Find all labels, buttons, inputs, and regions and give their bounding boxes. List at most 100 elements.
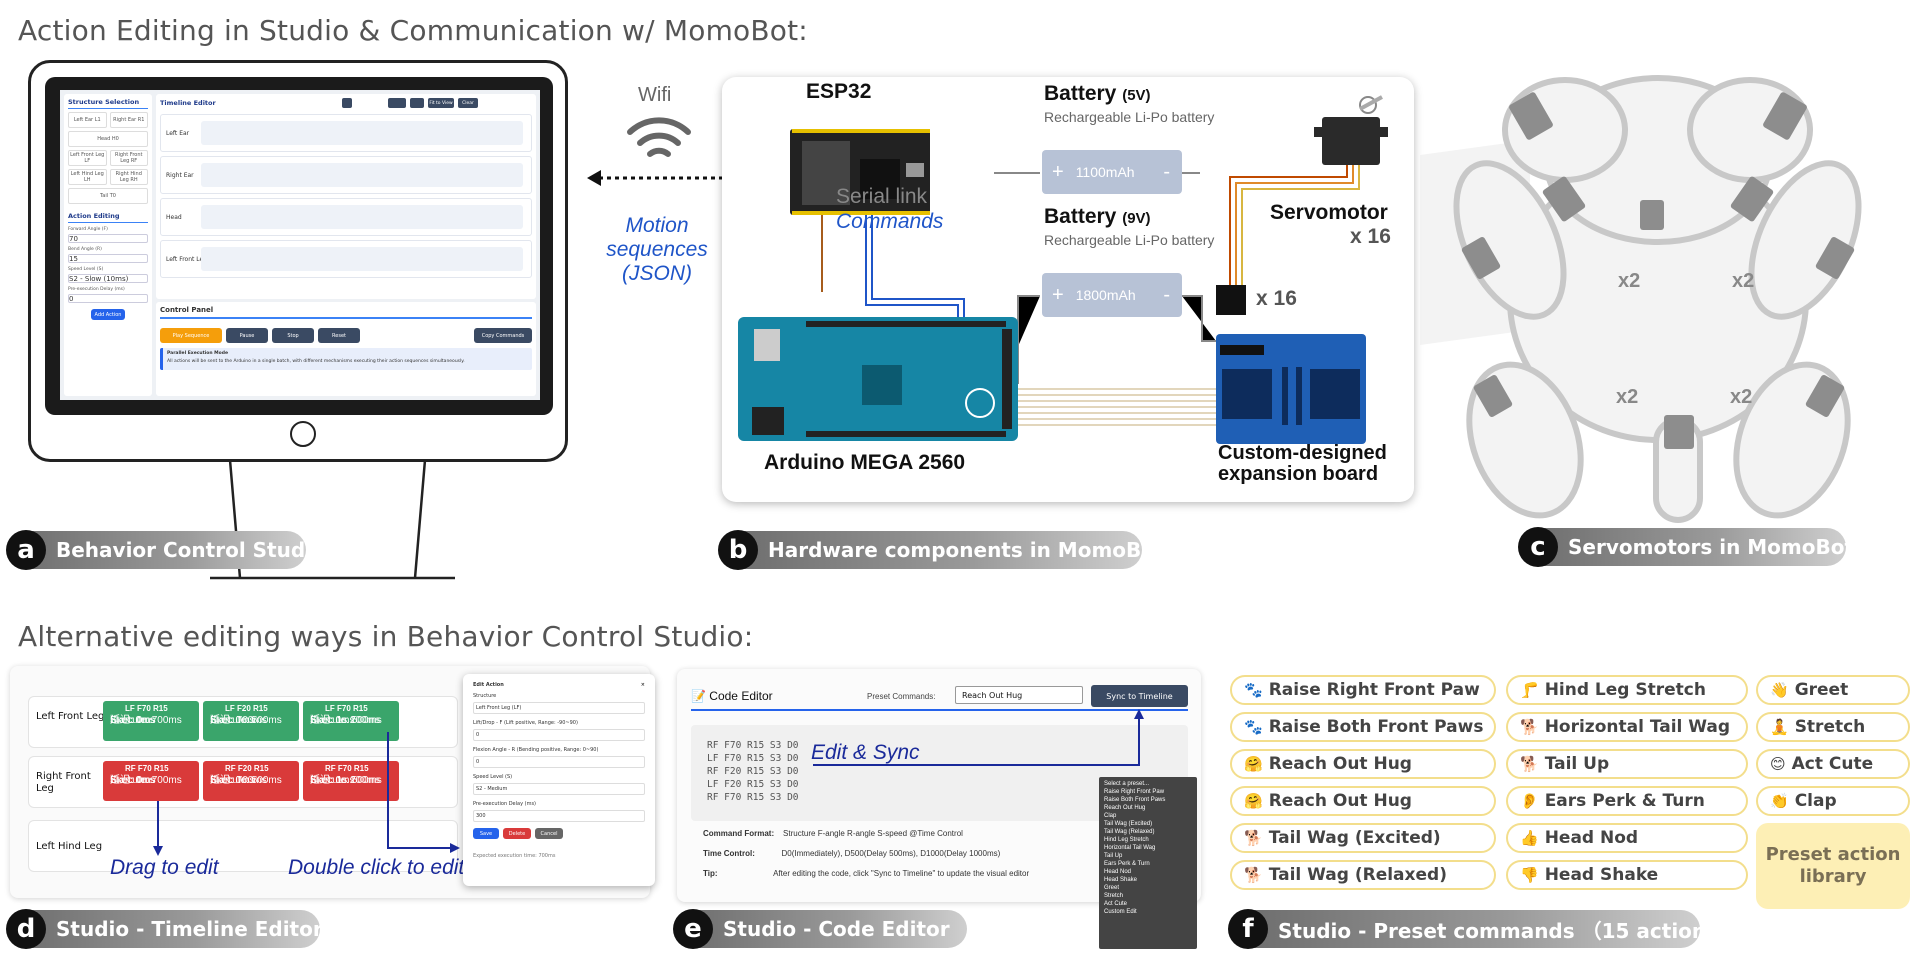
preset-chip[interactable]: 🤗Reach Out Hug <box>1230 786 1496 816</box>
modal-field-label: Flexion Angle - R (Bending positive, Ran… <box>473 747 599 753</box>
preset-icon: 👂 <box>1520 792 1539 810</box>
preset-chip[interactable]: 🧘Stretch <box>1756 712 1910 742</box>
structure-card[interactable]: Tail T0 <box>68 188 148 204</box>
battery-title: Battery <box>1044 82 1117 105</box>
add-action-button[interactable]: Add Action <box>91 309 125 320</box>
dropdown-option[interactable]: Head Nod <box>1104 869 1132 875</box>
dropdown-option[interactable]: Act Cute <box>1104 901 1128 907</box>
cancel-button[interactable]: Cancel <box>535 828 563 839</box>
close-icon[interactable]: × <box>640 682 645 688</box>
preset-chip[interactable]: 🐕Tail Up <box>1506 749 1748 779</box>
lift-input[interactable]: 0 <box>473 729 645 741</box>
delay-input[interactable]: 300 <box>473 810 645 822</box>
dropdown-option[interactable]: Tail Wag (Relaxed) <box>1104 829 1155 835</box>
battery-5v-sub: Rechargeable Li-Po battery <box>1044 109 1215 125</box>
flexion-input[interactable]: 0 <box>473 756 645 768</box>
preset-chip[interactable]: 🤗Reach Out Hug <box>1230 749 1496 779</box>
toolbar-icon-button[interactable] <box>342 98 352 108</box>
dropdown-option[interactable]: Select a preset... <box>1104 781 1150 787</box>
zoom-out-button[interactable] <box>388 98 406 108</box>
code-line: LF F70 R15 S3 D0 <box>707 753 799 764</box>
preset-icon: 🐕 <box>1520 718 1539 736</box>
dropdown-option[interactable]: Hind Leg Stretch <box>1104 837 1149 843</box>
clear-button[interactable]: Clear <box>458 98 478 108</box>
field-input[interactable]: 15 <box>68 254 148 263</box>
block-line: 延迟: 0ms <box>110 715 155 726</box>
field-label: Speed Level (S) <box>68 267 104 272</box>
structure-card[interactable]: Left Front Leg LF <box>68 150 107 166</box>
preset-chip[interactable]: 👎Head Shake <box>1506 860 1748 890</box>
structure-select[interactable]: Left Front Leg (LF) <box>473 702 645 714</box>
preset-chip[interactable]: 🐕Tail Wag (Relaxed) <box>1230 860 1496 890</box>
sync-to-timeline-button[interactable]: Sync to Timeline <box>1091 685 1188 707</box>
block-title: RF F20 R15 <box>225 764 269 773</box>
speed-select[interactable]: S2 - Medium <box>473 783 645 795</box>
structure-card[interactable]: Left Ear L1 <box>68 112 107 128</box>
dropdown-option[interactable]: Reach Out Hug <box>1104 805 1146 811</box>
block-line: Execute: 700ms <box>110 775 182 786</box>
field-select[interactable]: S2 - Slow (10ms) <box>68 274 148 283</box>
field-input[interactable]: 70 <box>68 234 148 243</box>
dropdown-option[interactable]: Clap <box>1104 813 1117 819</box>
dropdown-option[interactable]: Head Shake <box>1104 877 1138 883</box>
preset-chip[interactable]: 🐾Raise Both Front Paws <box>1230 712 1496 742</box>
pause-button[interactable]: Pause <box>226 328 268 343</box>
dropdown-option[interactable]: Tail Wag (Excited) <box>1104 821 1153 827</box>
servo-count: x2 <box>1618 270 1641 292</box>
preset-icon: 🐕 <box>1520 755 1539 773</box>
field-label: Bend Angle (R) <box>68 247 102 252</box>
code-line: RF F70 R15 S3 D0 <box>707 792 799 803</box>
stop-button[interactable]: Stop <box>272 328 314 343</box>
preset-chip[interactable]: 👂Ears Perk & Turn <box>1506 786 1748 816</box>
double-click-hint: Double click to edit <box>288 856 465 879</box>
structure-card[interactable]: Head H0 <box>68 131 148 147</box>
dropdown-option[interactable]: Greet <box>1104 885 1120 891</box>
block-title: RF F70 R15 <box>125 764 169 773</box>
structure-card[interactable]: Left Hind Leg LH <box>68 169 107 185</box>
block-title: LF F20 R15 <box>225 704 268 713</box>
board-line: expansion board <box>1218 463 1379 485</box>
block-line: 延迟: 0ms <box>210 715 255 726</box>
dropdown-option[interactable]: Tail Up <box>1104 853 1123 859</box>
dropdown-option[interactable]: Ears Perk & Turn <box>1104 861 1150 867</box>
reset-button[interactable]: Reset <box>318 328 360 343</box>
modal-field-label: Lift/Drop - F (Lift positive, Range: -90… <box>473 720 578 726</box>
dropdown-option[interactable]: Custom Edit <box>1104 909 1137 915</box>
structure-card[interactable]: Right Ear R1 <box>109 112 148 128</box>
preset-chip[interactable]: 🐾Raise Right Front Paw <box>1230 675 1496 705</box>
dropdown-option[interactable]: Horizontal Tail Wag <box>1104 845 1156 851</box>
code-line: RF F20 R15 S3 D0 <box>707 766 799 777</box>
dropdown-option[interactable]: Raise Right Front Paw <box>1104 789 1165 795</box>
preset-chip[interactable]: 👏Clap <box>1756 786 1910 816</box>
zoom-in-button[interactable] <box>410 98 424 108</box>
row-label: Left Front Leg <box>36 711 105 722</box>
preset-select[interactable]: Reach Out Hug <box>955 686 1083 704</box>
field-input[interactable]: 0 <box>68 294 148 303</box>
edit-sync-label: Edit & Sync <box>811 741 920 764</box>
preset-chip[interactable]: 😊Act Cute <box>1756 749 1910 779</box>
fit-to-view-button[interactable]: Fit to View <box>428 98 454 108</box>
preset-chip[interactable]: 🦵Hind Leg Stretch <box>1506 675 1748 705</box>
save-button[interactable]: Save <box>473 828 499 839</box>
block-title: LF F70 R15 <box>325 704 368 713</box>
preset-chip[interactable]: 🐕Horizontal Tail Wag <box>1506 712 1748 742</box>
copy-commands-button[interactable]: Copy Commands <box>474 328 532 343</box>
preset-chip[interactable]: 👍Head Nod <box>1506 823 1748 853</box>
preset-label: Hind Leg Stretch <box>1544 680 1706 700</box>
structure-card[interactable]: Right Front Leg RF <box>109 150 148 166</box>
preset-chip[interactable]: 👋Greet <box>1756 675 1910 705</box>
dropdown-option[interactable]: Raise Both Front Paws <box>1104 797 1166 803</box>
structure-card[interactable]: Right Hind Leg RH <box>109 169 148 185</box>
payload-line: sequences <box>606 238 708 261</box>
format-line: Command Format: Structure F-angle R-angl… <box>703 829 963 838</box>
play-sequence-button[interactable]: Play Sequence <box>160 328 222 343</box>
delete-button[interactable]: Delete <box>503 828 531 839</box>
dropdown-option[interactable]: Stretch <box>1104 893 1124 899</box>
preset-chip[interactable]: 🐕Tail Wag (Excited) <box>1230 823 1496 853</box>
